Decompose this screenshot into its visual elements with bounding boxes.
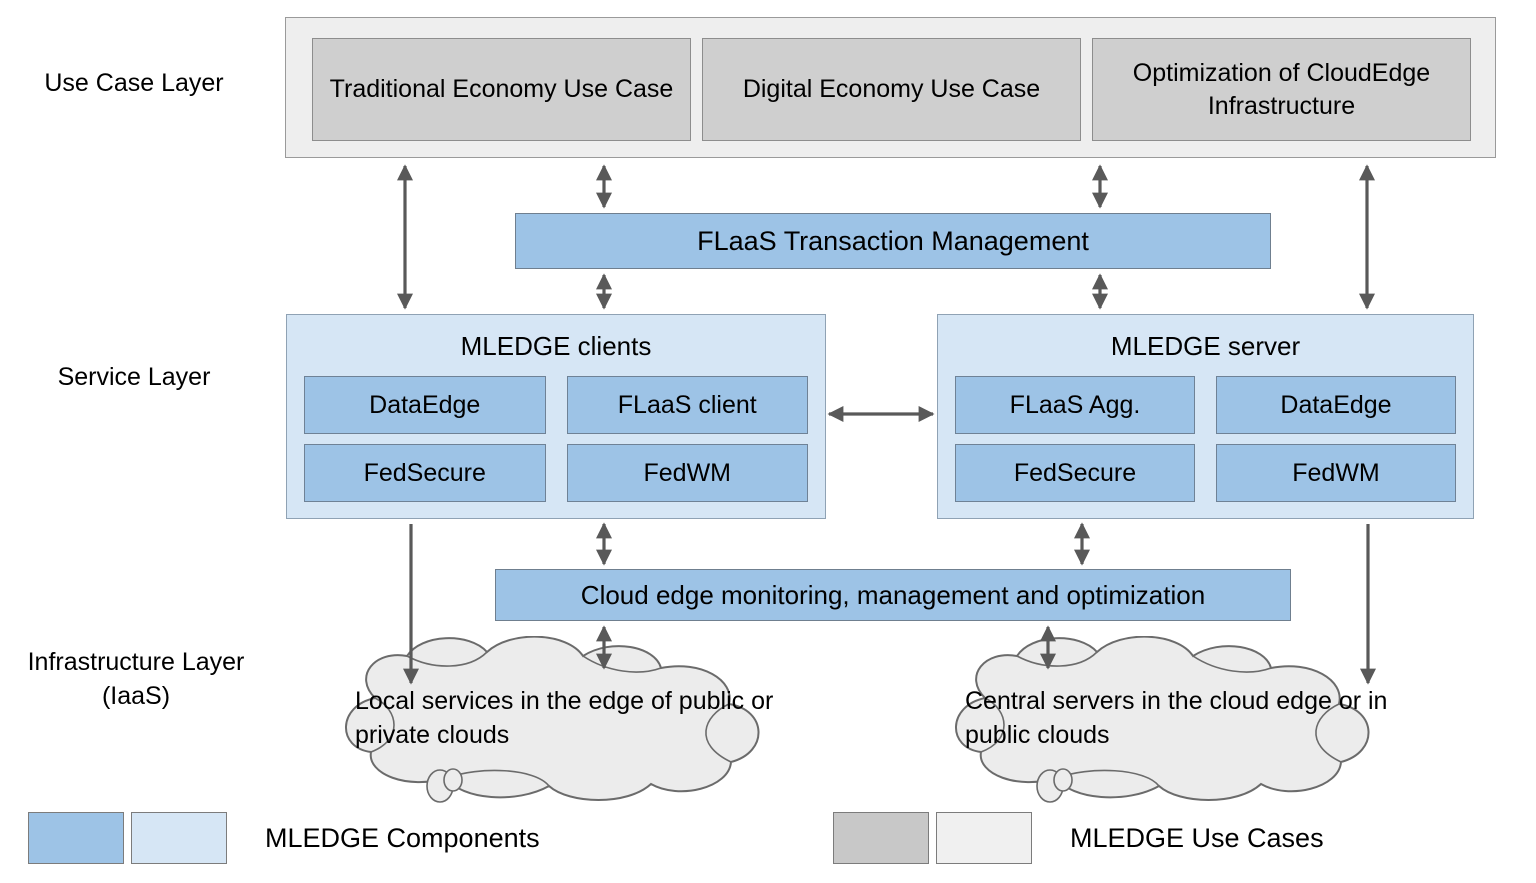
component-fedwm-server[interactable]: FedWM [1216,444,1456,502]
legend-mledge-use-cases: MLEDGE Use Cases [833,812,1324,864]
use-case-box-row: Traditional Economy Use Case Digital Eco… [312,38,1471,141]
use-case-box-digital-economy[interactable]: Digital Economy Use Case [702,38,1081,141]
mledge-clients-component-grid: DataEdge FLaaS client FedSecure FedWM [304,376,808,502]
legend-label-components: MLEDGE Components [265,822,540,853]
mledge-clients-group: MLEDGE clients DataEdge FLaaS client Fed… [286,314,826,519]
legend-mledge-components: MLEDGE Components [28,812,540,864]
use-case-box-traditional-economy[interactable]: Traditional Economy Use Case [312,38,691,141]
cloud-central-servers-label: Central servers in the cloud edge or in … [965,687,1388,749]
legend-swatch-component-dark [28,812,124,864]
component-fedsecure-client[interactable]: FedSecure [304,444,546,502]
component-dataedge-client[interactable]: DataEdge [304,376,546,434]
layer-label-service: Service Layer [57,363,211,391]
component-fedwm-client[interactable]: FedWM [566,444,808,502]
use-case-box-cloudedge-optimization[interactable]: Optimization of CloudEdge Infrastructure [1092,38,1471,141]
cloud-shape-icon [955,635,1370,803]
mledge-clients-title: MLEDGE clients [460,331,652,361]
legend-swatch-usecase-light [936,812,1032,864]
mledge-server-group: MLEDGE server FLaaS Agg. DataEdge FedSec… [937,314,1474,519]
legend-swatch-component-light [131,812,227,864]
layer-label-infrastructure: Infrastructure Layer (IaaS) [27,648,245,710]
legend-swatch-usecase-dark [833,812,929,864]
cloud-edge-monitoring-box[interactable]: Cloud edge monitoring, management and op… [495,569,1291,621]
component-flaas-aggregator[interactable]: FLaaS Agg. [955,376,1195,434]
component-fedsecure-server[interactable]: FedSecure [955,444,1195,502]
cloud-local-services-label: Local services in the edge of public or … [355,687,774,749]
legend-label-use-cases: MLEDGE Use Cases [1070,822,1324,853]
component-dataedge-server[interactable]: DataEdge [1216,376,1456,434]
use-case-layer-container: Traditional Economy Use Case Digital Eco… [285,17,1496,158]
component-flaas-client[interactable]: FLaaS client [566,376,808,434]
mledge-server-title: MLEDGE server [1110,331,1301,361]
cloud-local-services: Local services in the edge of public or … [283,635,853,804]
flaas-transaction-management-box[interactable]: FLaaS Transaction Management [515,213,1271,269]
cloud-shape-icon [345,635,760,803]
mledge-server-component-grid: FLaaS Agg. DataEdge FedSecure FedWM [955,376,1456,502]
layer-label-use-case: Use Case Layer [44,69,224,97]
cloud-central-servers: Central servers in the cloud edge or in … [893,635,1463,804]
